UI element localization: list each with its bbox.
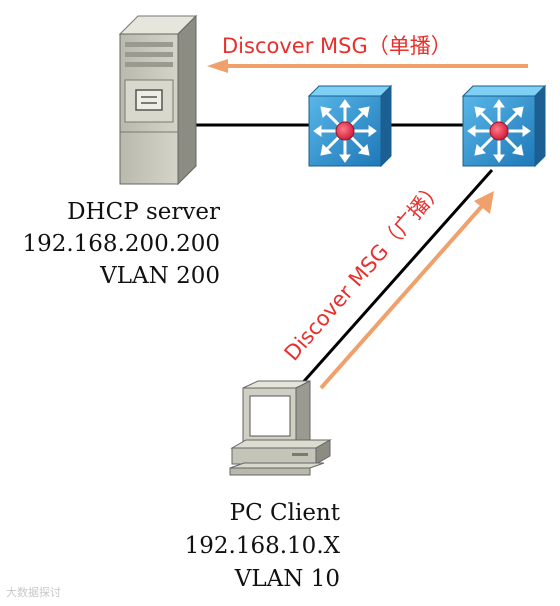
server-ip-label: 192.168.200.200 [22, 231, 220, 257]
switch-2-icon [461, 84, 547, 168]
unicast-message-label: Discover MSG（单播） [222, 34, 452, 58]
server-vlan-label: VLAN 200 [100, 263, 220, 289]
pc-client-icon [229, 380, 332, 476]
server-name-label: DHCP server [67, 199, 220, 225]
watermark-label: 大数据探讨 [6, 586, 61, 599]
unicast-arrow [207, 59, 528, 73]
broadcast-arrow [319, 191, 494, 390]
dhcp-server-icon [118, 14, 198, 186]
client-name-label: PC Client [229, 500, 340, 526]
link-switch2-client [296, 169, 494, 389]
client-vlan-label: VLAN 10 [234, 566, 340, 592]
client-ip-label: 192.168.10.X [184, 533, 340, 559]
switch-1-icon [307, 84, 393, 168]
